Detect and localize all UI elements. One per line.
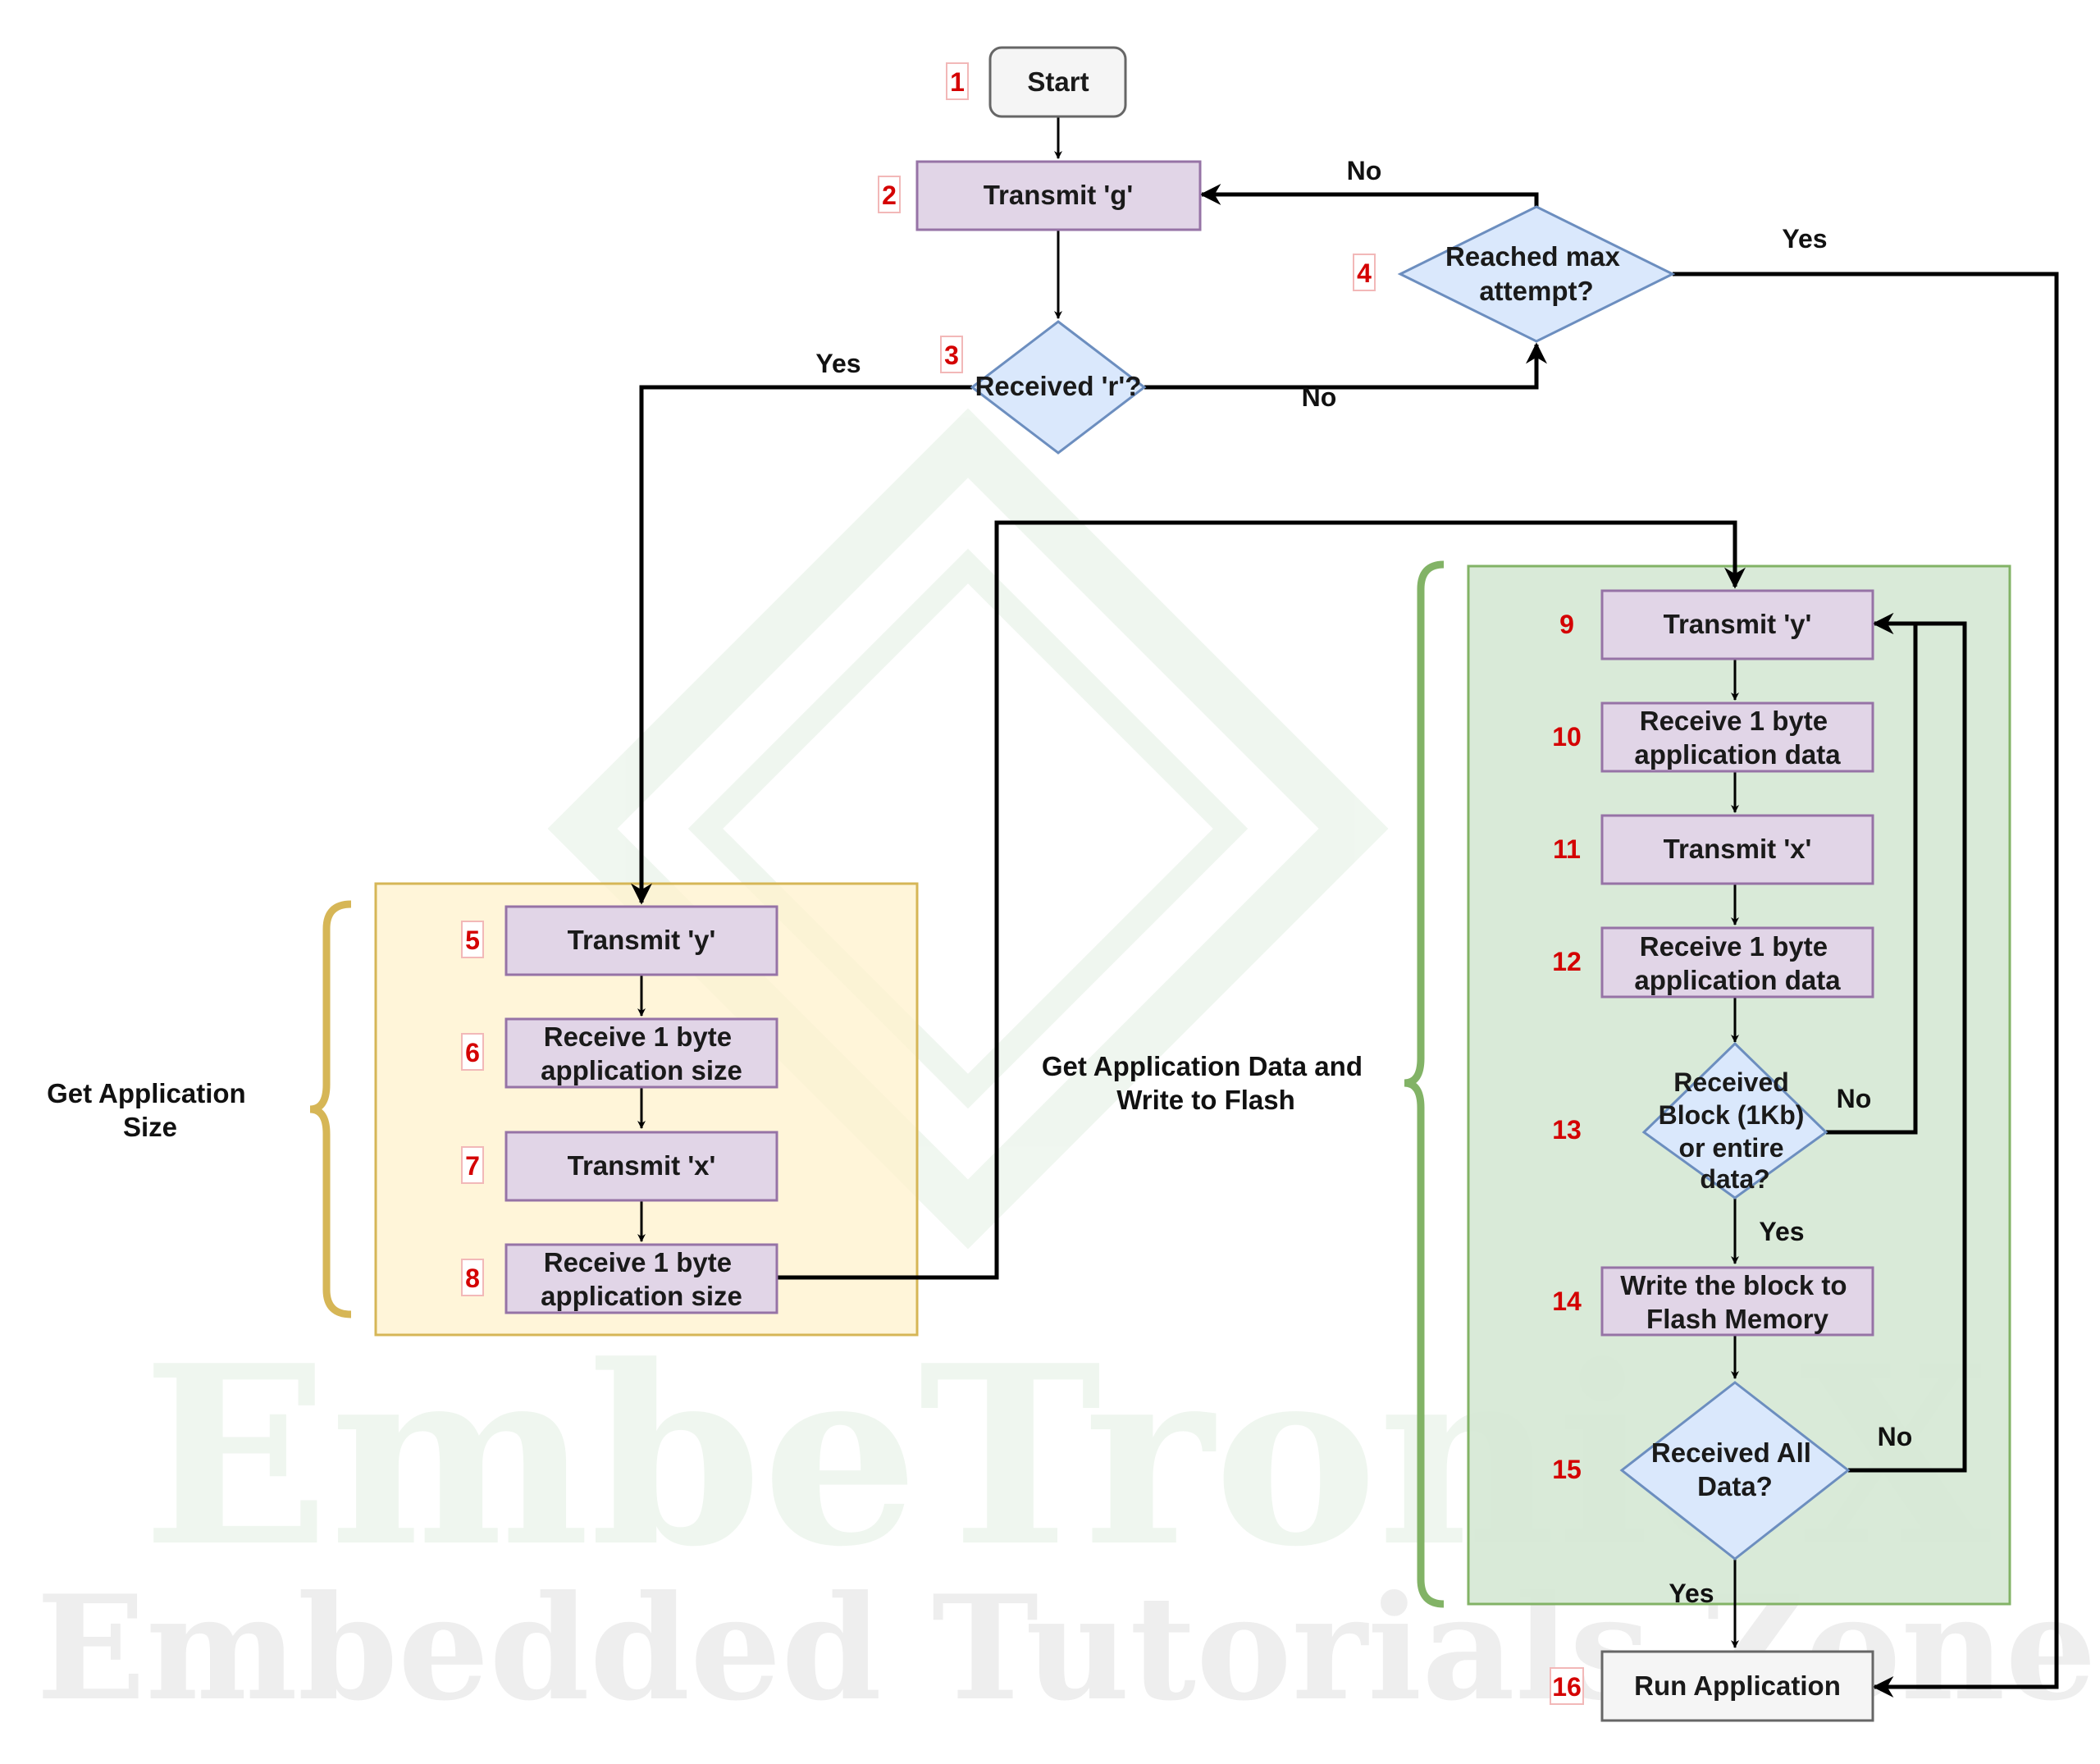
step-number-1: 1: [950, 67, 965, 97]
group-size-label: Get Application Size: [47, 1078, 253, 1142]
node-12: Receive 1 byte application data: [1600, 926, 1874, 999]
node-3: Received 'r'?: [970, 320, 1147, 455]
step-number-6: 6: [465, 1038, 480, 1067]
process-shape: [504, 1243, 778, 1314]
node-4-text: Reached max attempt?: [1445, 241, 1628, 306]
edge-label-15-yes: Yes: [1669, 1579, 1714, 1608]
node-1-text: Start: [1027, 66, 1089, 97]
edge-label-4-yes: Yes: [1782, 224, 1827, 254]
edge-4-no-2: [1199, 184, 1539, 207]
node-2: Transmit 'g': [915, 160, 1202, 231]
step-number-3: 3: [944, 340, 959, 370]
step-number-4: 4: [1357, 258, 1372, 288]
process-shape: [1600, 814, 1874, 885]
edge-label-13-no: No: [1837, 1084, 1872, 1113]
node-9-text: Transmit 'y': [1664, 609, 1812, 639]
process-shape: [1600, 926, 1874, 999]
process-shape: [1600, 589, 1874, 660]
node-12-text: Receive 1 byte application data: [1634, 931, 1841, 995]
node-13: Received Block (1Kb) or entire data?: [1641, 1041, 1828, 1200]
edge-label-4-no: No: [1347, 156, 1382, 185]
edge-labels: No Yes No Yes No Yes No Yes: [815, 156, 1912, 1608]
decision-shape: [1641, 1041, 1828, 1200]
step-number-12: 12: [1552, 947, 1582, 976]
edge-3-yes-5: [631, 385, 972, 905]
node-7: Transmit 'x': [504, 1131, 778, 1202]
node-7-text: Transmit 'x': [568, 1150, 716, 1181]
start-shape: [988, 46, 1127, 118]
step-number-2: 2: [882, 181, 897, 210]
node-14: Write the block to Flash Memory: [1600, 1266, 1874, 1337]
node-15: Received All Data?: [1619, 1381, 1851, 1561]
step-number-9: 9: [1559, 610, 1574, 639]
edge-8-9: [777, 520, 1746, 1280]
node-1: Start: [988, 46, 1127, 118]
node-16: Run Application: [1600, 1650, 1874, 1722]
step-numbers: 1 2 3 4 5 6 7 8 9 10 11 12 13 14 15 16: [461, 62, 1584, 1705]
node-5-text: Transmit 'y': [568, 925, 716, 955]
node-15-text: Received All Data?: [1651, 1437, 1819, 1501]
node-8: Receive 1 byte application size: [504, 1243, 778, 1314]
process-shape: [504, 905, 778, 976]
process-shape: [1600, 701, 1874, 773]
terminal-shape: [1600, 1650, 1874, 1722]
connectors-thick: [631, 184, 2059, 1698]
edge-label-3-yes: Yes: [815, 349, 861, 378]
node-10: Receive 1 byte application data: [1600, 701, 1874, 773]
step-number-14: 14: [1552, 1286, 1582, 1316]
group-size-brace: [309, 900, 352, 1318]
node-14-text: Write the block to Flash Memory: [1620, 1270, 1854, 1334]
node-2-text: Transmit 'g': [984, 180, 1134, 210]
step-number-15: 15: [1552, 1455, 1582, 1484]
node-4: Reached max attempt?: [1397, 205, 1676, 343]
process-shape: [1600, 1266, 1874, 1337]
node-6-text: Receive 1 byte application size: [541, 1021, 742, 1085]
node-9: Transmit 'y': [1600, 589, 1874, 660]
connectors-thin: [637, 117, 1739, 1648]
node-16-text: Run Application: [1634, 1670, 1841, 1701]
decision-shape: [1397, 205, 1676, 343]
edge-4-yes-16: [1673, 272, 2059, 1698]
node-6: Receive 1 byte application size: [504, 1017, 778, 1089]
group-data-label: Get Application Data and Write to Flash: [1042, 1051, 1370, 1115]
edge-15-no-9: [1848, 613, 1967, 1473]
step-number-7: 7: [465, 1151, 480, 1181]
process-shape: [504, 1017, 778, 1089]
node-8-text: Receive 1 byte application size: [541, 1247, 742, 1311]
decision-shape: [1619, 1381, 1851, 1561]
node-13-text: Received Block (1Kb) or entire data?: [1659, 1067, 1812, 1194]
node-10-text: Receive 1 byte application data: [1634, 706, 1841, 770]
edge-label-13-yes: Yes: [1759, 1217, 1804, 1246]
group-data-brace: [1404, 560, 1445, 1608]
process-shape: [915, 160, 1202, 231]
step-number-11: 11: [1553, 834, 1581, 864]
node-5: Transmit 'y': [504, 905, 778, 976]
step-number-5: 5: [465, 925, 480, 955]
decision-shape: [970, 320, 1147, 455]
edge-3-no-4: [1144, 342, 1547, 390]
group-data-label-line1: Get Application Data and: [1042, 1051, 1363, 1081]
step-number-10: 10: [1552, 722, 1582, 752]
group-data-label-line2: Write to Flash: [1116, 1085, 1295, 1115]
group-size-label-line2: Size: [123, 1112, 177, 1142]
node-3-text: Received 'r'?: [975, 371, 1142, 401]
edge-label-15-no: No: [1878, 1422, 1913, 1451]
node-11-text: Transmit 'x': [1664, 834, 1812, 864]
step-number-16: 16: [1552, 1672, 1582, 1702]
edge-label-3-no: No: [1302, 382, 1337, 412]
step-number-8: 8: [465, 1264, 480, 1293]
process-shape: [504, 1131, 778, 1202]
step-number-13: 13: [1552, 1115, 1582, 1145]
node-11: Transmit 'x': [1600, 814, 1874, 885]
group-size-label-line1: Get Application: [47, 1078, 246, 1108]
